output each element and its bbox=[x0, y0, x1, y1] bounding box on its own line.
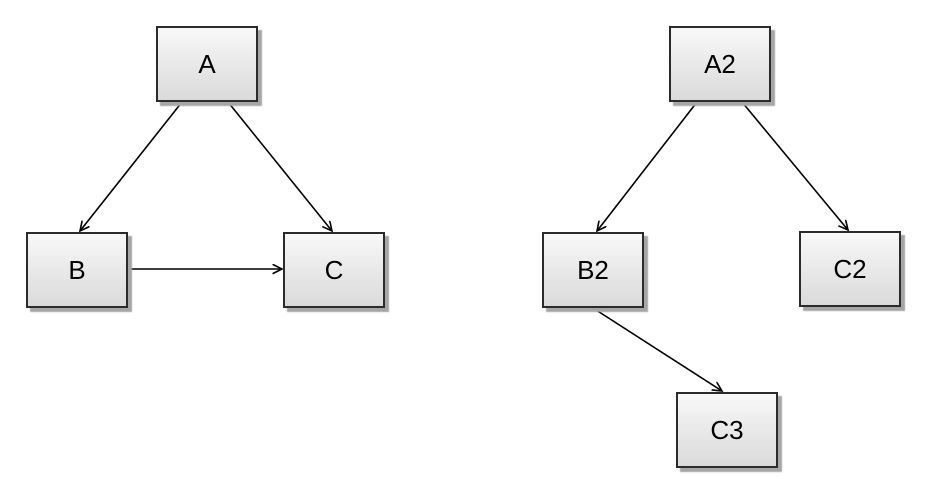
node-a2[interactable]: A2 bbox=[669, 26, 771, 102]
node-c2[interactable]: C2 bbox=[799, 231, 901, 307]
edge-a2-to-c2[interactable] bbox=[741, 101, 848, 230]
node-a2-label: A2 bbox=[704, 49, 736, 79]
edge-a-to-c[interactable] bbox=[227, 101, 332, 231]
node-a[interactable]: A bbox=[156, 26, 258, 102]
node-b-label: B bbox=[68, 255, 86, 285]
node-c3[interactable]: C3 bbox=[676, 392, 778, 468]
node-c[interactable]: C bbox=[283, 232, 385, 308]
node-b2[interactable]: B2 bbox=[542, 232, 644, 308]
node-c2-label: C2 bbox=[833, 254, 867, 284]
node-b2-label: B2 bbox=[577, 255, 609, 285]
node-a-label: A bbox=[198, 49, 216, 79]
edge-a2-to-b2[interactable] bbox=[597, 101, 698, 231]
edge-a-to-b[interactable] bbox=[80, 101, 183, 231]
node-b[interactable]: B bbox=[26, 232, 128, 308]
edge-b2-to-c3[interactable] bbox=[592, 307, 722, 391]
node-c-label: C bbox=[324, 255, 344, 285]
node-c3-label: C3 bbox=[710, 415, 744, 445]
